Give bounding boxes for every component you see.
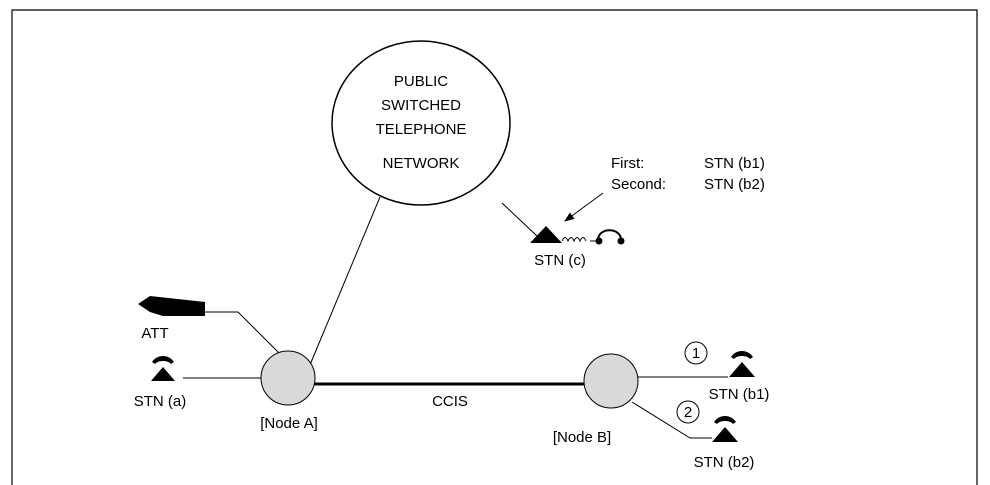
node-b (583, 353, 639, 409)
stn-b1-label: STN (b1) (709, 386, 770, 403)
pstn-label-line3: TELEPHONE (376, 121, 467, 138)
node-a-label: [Node A] (260, 415, 318, 432)
node-a (260, 350, 316, 406)
pstn-to-stn-c-line (501, 202, 538, 237)
ccis-label: CCIS (432, 393, 468, 410)
attendant-console-icon (138, 296, 205, 316)
telephone-icon (151, 356, 175, 381)
first-value: STN (b1) (704, 155, 765, 172)
node-b-to-stn-b2-line (631, 401, 712, 439)
pstn-cloud: PUBLIC SWITCHED TELEPHONE NETWORK (331, 40, 511, 206)
arrow-icon (564, 192, 604, 222)
telephone-icon (712, 416, 738, 442)
stn-a-label: STN (a) (134, 393, 187, 410)
node-b-label: [Node B] (553, 429, 611, 446)
pstn-label-line2: SWITCHED (381, 97, 461, 114)
forward-note: First: STN (b1) Second: STN (b2) (611, 155, 765, 193)
step-1-label: 1 (692, 345, 700, 362)
figure-frame (11, 9, 978, 485)
pstn-label-line4: NETWORK (383, 155, 460, 172)
step-2-marker: 2 (676, 400, 700, 424)
att-label: ATT (141, 325, 168, 342)
connection-lines (183, 196, 728, 439)
step-1-marker: 1 (684, 341, 708, 365)
headset-phone-icon (530, 226, 625, 245)
second-label: Second: (611, 176, 666, 193)
step-2-label: 2 (684, 404, 692, 421)
second-value: STN (b2) (704, 176, 765, 193)
stn-b2-label: STN (b2) (694, 454, 755, 471)
stn-c-label: STN (c) (534, 252, 586, 269)
pstn-label-line1: PUBLIC (394, 73, 448, 90)
first-label: First: (611, 155, 644, 172)
telephone-icon (729, 351, 755, 377)
node-a-to-pstn-line (306, 196, 381, 373)
